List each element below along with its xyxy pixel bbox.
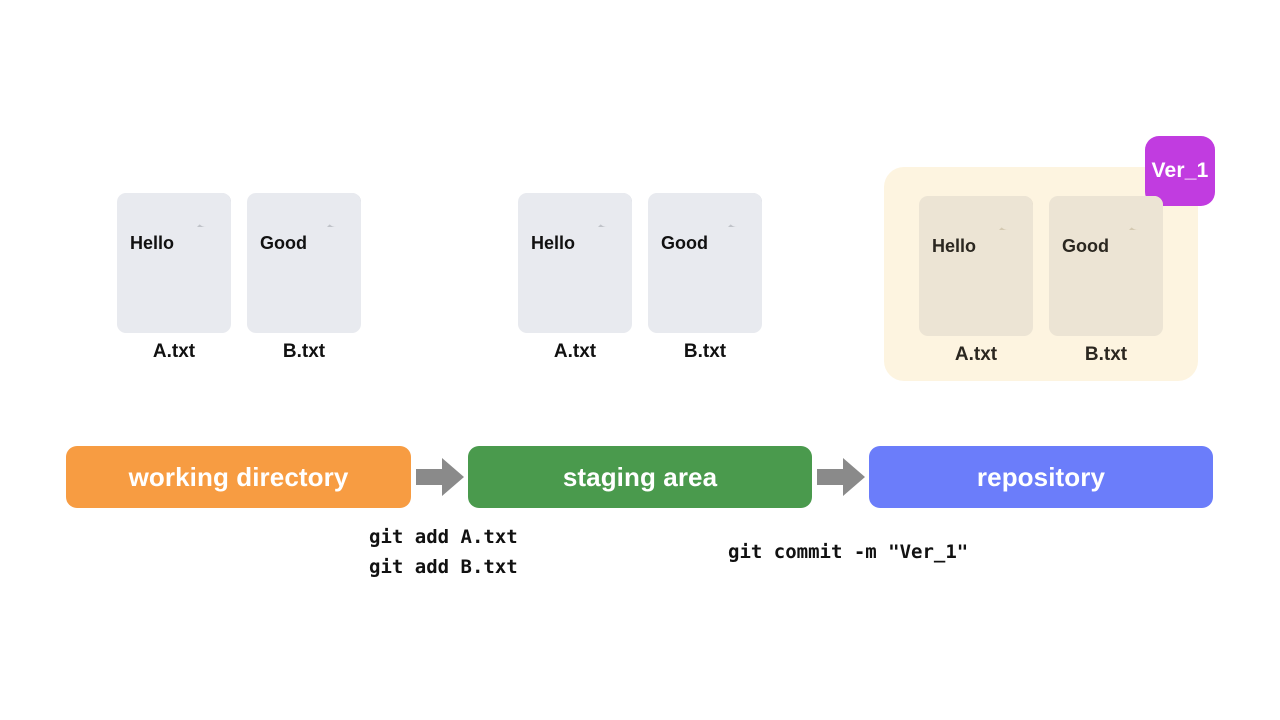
file-content-text: Good bbox=[1062, 236, 1109, 256]
file-item-b-staging: Good B.txt bbox=[648, 193, 762, 361]
file-content-text: Hello bbox=[130, 233, 175, 253]
file-item-a-staging: Hello A.txt bbox=[518, 193, 632, 361]
arrow-working-to-staging bbox=[416, 458, 464, 496]
file-content-text: Hello bbox=[531, 233, 576, 253]
file-content-text: Hello bbox=[932, 236, 977, 256]
file-card: Hello bbox=[117, 193, 231, 333]
page-fold-notch bbox=[598, 193, 632, 227]
file-card: Good bbox=[648, 193, 762, 333]
file-name-label: A.txt bbox=[553, 341, 597, 362]
arrow-staging-to-repository bbox=[817, 458, 865, 496]
stage-working-directory[interactable]: working directory bbox=[66, 446, 411, 508]
file-name-label: B.txt bbox=[1084, 344, 1128, 365]
file-item-a-repository: Hello A.txt bbox=[919, 196, 1033, 364]
file-card: Good bbox=[247, 193, 361, 333]
git-add-commands: git add A.txt git add B.txt bbox=[369, 526, 518, 578]
page-fold-notch bbox=[1129, 196, 1163, 230]
page-fold-notch bbox=[327, 193, 361, 227]
stage-repository[interactable]: repository bbox=[869, 446, 1213, 508]
file-item-b-repository: Good B.txt bbox=[1049, 196, 1163, 364]
file-item-b-working: Good B.txt bbox=[247, 193, 361, 361]
file-name-label: A.txt bbox=[954, 344, 998, 365]
file-content-text: Good bbox=[260, 233, 307, 253]
page-fold-notch bbox=[197, 193, 231, 227]
file-name-label: B.txt bbox=[282, 341, 326, 362]
file-card: Good bbox=[1049, 196, 1163, 336]
page-fold-notch bbox=[728, 193, 762, 227]
file-name-label: B.txt bbox=[683, 341, 727, 362]
file-name-label: A.txt bbox=[152, 341, 196, 362]
stage-staging-area[interactable]: staging area bbox=[468, 446, 812, 508]
version-badge: Ver_1 bbox=[1145, 136, 1215, 206]
right-arrow-icon bbox=[817, 458, 865, 496]
file-item-a-working: Hello A.txt bbox=[117, 193, 231, 361]
file-card: Hello bbox=[919, 196, 1033, 336]
file-content-text: Good bbox=[661, 233, 708, 253]
git-commit-command: git commit -m "Ver_1" bbox=[728, 541, 969, 563]
page-fold-notch bbox=[999, 196, 1033, 230]
right-arrow-icon bbox=[416, 458, 464, 496]
file-card: Hello bbox=[518, 193, 632, 333]
